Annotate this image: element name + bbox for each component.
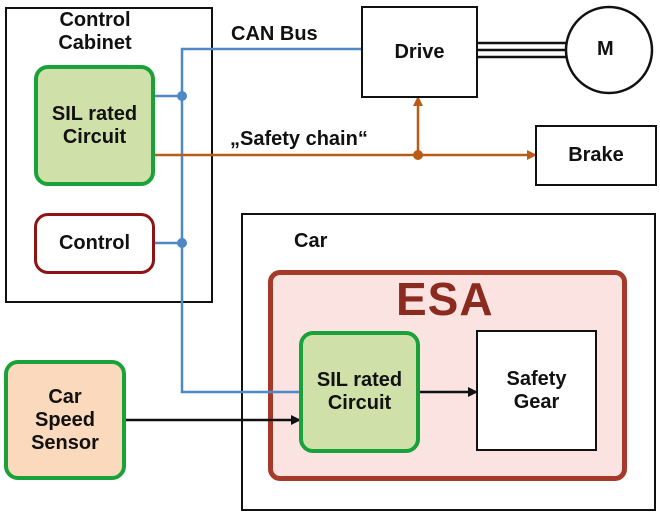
drive-motor-shaft — [476, 41, 567, 59]
drive-box: Drive — [361, 6, 478, 98]
esa-title: ESA — [396, 273, 494, 325]
control-box: Control — [34, 213, 155, 274]
car-speed-sensor-label: Car Speed Sensor — [31, 385, 99, 454]
motor-circle — [564, 5, 654, 95]
can-bus-junction-sil — [177, 91, 187, 101]
car-title: Car — [294, 230, 328, 252]
can-bus-junction-control — [177, 238, 187, 248]
can-bus-main — [180, 47, 362, 394]
sil-circuit-car-label: SIL rated Circuit — [316, 369, 403, 414]
sil-circuit-car: SIL rated Circuit — [299, 331, 420, 453]
control-label: Control — [58, 232, 131, 254]
can-bus-label: CAN Bus — [231, 23, 318, 45]
safety-gear-box: Safety Gear — [476, 330, 597, 451]
brake-box: Brake — [535, 125, 657, 186]
car-speed-sensor: Car Speed Sensor — [4, 360, 126, 480]
safety-chain-label: „Safety chain“ — [230, 128, 368, 150]
safety-chain-lines — [153, 96, 537, 160]
brake-label: Brake — [568, 144, 624, 166]
control-cabinet-title: Control Cabinet — [58, 9, 132, 54]
sil-circuit-cabinet-label: SIL rated Circuit — [51, 102, 138, 148]
safety-gear-label: Safety Gear — [506, 367, 567, 413]
sil-circuit-cabinet: SIL rated Circuit — [34, 65, 155, 186]
safety-chain-junction — [413, 150, 423, 160]
drive-label: Drive — [394, 40, 445, 63]
motor-label: M — [597, 38, 614, 60]
